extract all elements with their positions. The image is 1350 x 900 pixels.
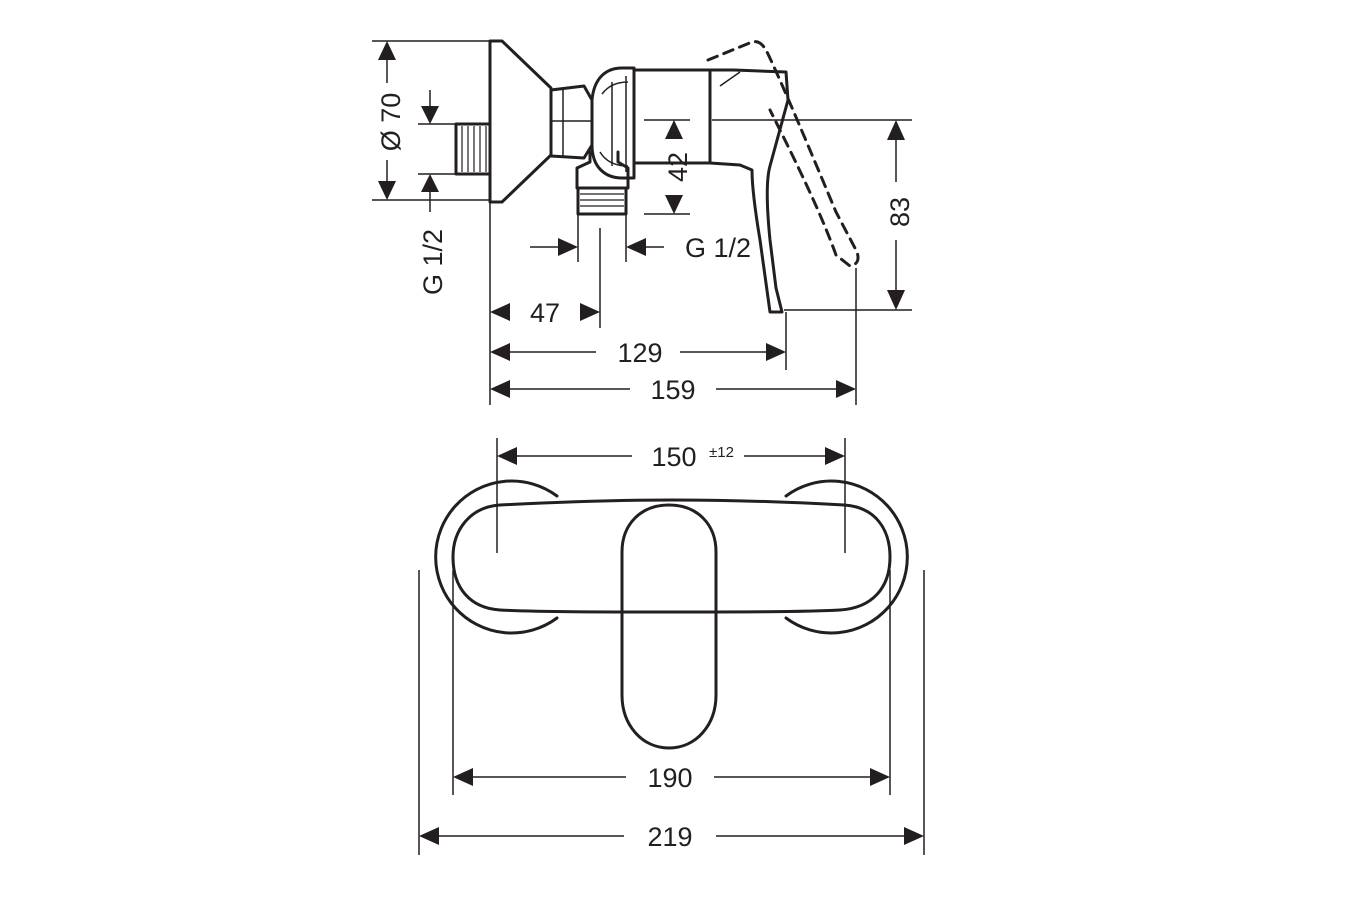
dim-label-lever-height: 83 xyxy=(885,197,915,227)
dim-label-total-width: 219 xyxy=(647,822,692,852)
dim-total-depth: 159 xyxy=(490,375,856,405)
front-view: 150 ±12 190 219 xyxy=(418,438,925,855)
right-escutcheon xyxy=(784,479,909,635)
hex-nut xyxy=(549,84,594,160)
dim-outlet-depth: 47 xyxy=(490,298,600,328)
dim-label-total-depth: 159 xyxy=(650,375,695,405)
dim-label-outlet-depth: 47 xyxy=(530,298,560,328)
side-view: Ø 70 G 1/2 42 83 xyxy=(372,39,915,405)
dim-label-flange-diameter: Ø 70 xyxy=(376,93,406,152)
dim-body-depth: 129 xyxy=(490,338,786,368)
mixer-body xyxy=(632,68,712,165)
dim-flange-diameter: Ø 70 xyxy=(376,41,406,200)
front-extension-lines xyxy=(418,438,925,855)
mixer-body-front xyxy=(451,498,892,614)
dim-label-inlet-thread: G 1/2 xyxy=(418,229,448,295)
valve-housing xyxy=(590,66,636,180)
dim-label-body-width: 190 xyxy=(647,763,692,793)
dim-inlet-thread: G 1/2 xyxy=(418,90,448,295)
left-escutcheon xyxy=(434,479,559,635)
dim-total-width: 219 xyxy=(419,822,924,852)
dim-lever-height: 83 xyxy=(885,120,915,310)
dim-label-outlet-height: 42 xyxy=(663,152,693,182)
lever-front xyxy=(620,503,718,750)
dim-label-centers-tolerance: ±12 xyxy=(709,444,734,461)
dim-label-centers: 150 xyxy=(651,442,696,472)
dim-outlet-thread: G 1/2 xyxy=(530,233,751,263)
lever-open-position xyxy=(706,40,860,268)
dim-label-body-depth: 129 xyxy=(617,338,662,368)
inlet-thread xyxy=(454,122,492,176)
dim-outlet-height: 42 xyxy=(663,120,693,214)
outlet-connection xyxy=(575,150,630,216)
lever-handle xyxy=(708,68,790,314)
wall-flange xyxy=(488,39,553,204)
extension-lines xyxy=(372,40,912,405)
dim-body-width: 190 xyxy=(453,763,890,793)
dim-label-outlet-thread: G 1/2 xyxy=(685,233,751,263)
dim-centers: 150 ±12 xyxy=(497,442,845,472)
